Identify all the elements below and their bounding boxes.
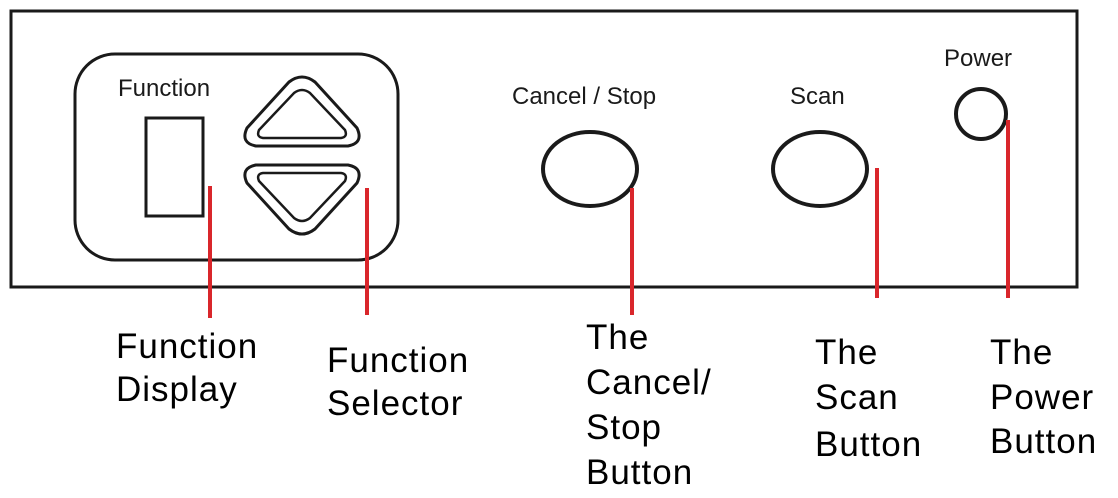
svg-text:Display: Display (116, 370, 238, 409)
function-label: Function (118, 75, 210, 102)
up-arrow-icon (243, 75, 361, 148)
callout-function-selector: Function Selector (327, 341, 469, 423)
svg-text:Selector: Selector (327, 384, 463, 423)
svg-text:Stop: Stop (586, 408, 662, 447)
scan-button[interactable] (771, 130, 869, 208)
svg-text:The: The (990, 333, 1053, 372)
callout-scan-button: The Scan Button (815, 333, 922, 464)
function-down-button[interactable] (243, 163, 361, 236)
cancel-stop-label: Cancel / Stop (512, 83, 656, 110)
down-arrow-icon (243, 163, 361, 236)
svg-text:Function: Function (116, 327, 258, 366)
svg-text:Button: Button (815, 425, 922, 464)
svg-text:Power: Power (990, 378, 1094, 417)
callout-function-display: Function Display (116, 327, 258, 409)
svg-text:Button: Button (586, 453, 693, 492)
svg-text:Button: Button (990, 422, 1097, 461)
function-display (144, 116, 205, 218)
scan-label: Scan (790, 83, 845, 110)
power-button[interactable] (954, 87, 1008, 141)
function-module-frame (73, 52, 400, 262)
function-up-button[interactable] (243, 75, 361, 148)
svg-text:The: The (586, 318, 649, 357)
cancel-stop-button[interactable] (541, 130, 639, 208)
callout-power-button: The Power Button (990, 333, 1097, 461)
svg-text:The: The (815, 333, 878, 372)
panel-border (9, 9, 1079, 289)
svg-text:Scan: Scan (815, 378, 899, 417)
svg-text:Cancel/: Cancel/ (586, 363, 712, 402)
callout-cancel-stop-button: The Cancel/ Stop Button (586, 318, 712, 492)
power-label: Power (944, 45, 1012, 72)
svg-text:Function: Function (327, 341, 469, 380)
leader-lines (208, 120, 1010, 318)
